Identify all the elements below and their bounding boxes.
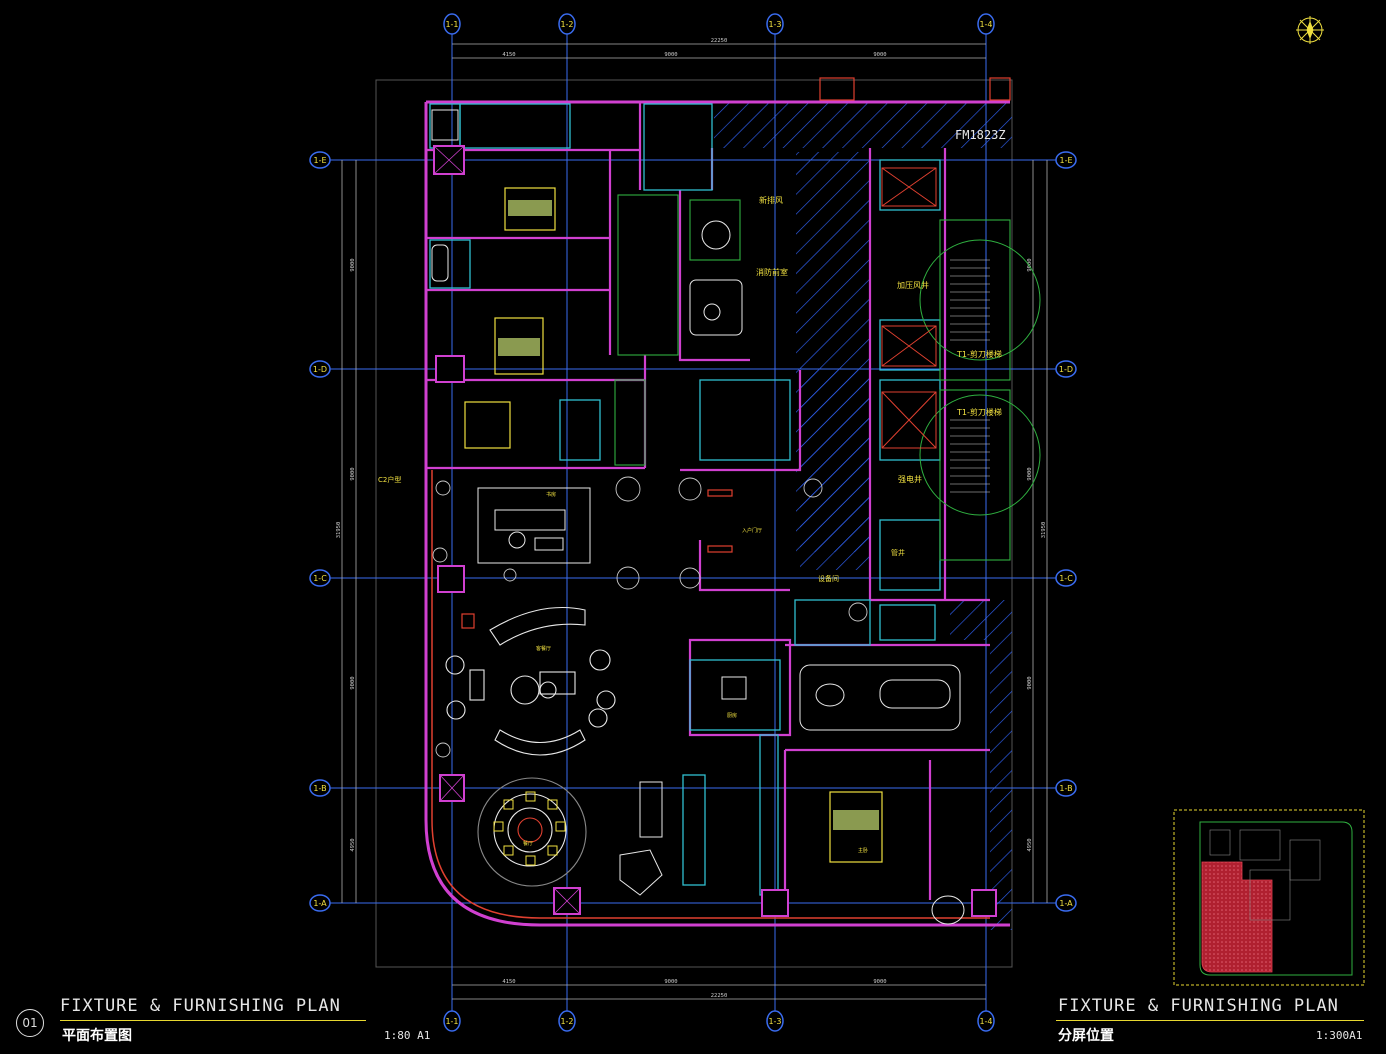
dim-right-4: 4950 (1027, 838, 1033, 851)
svg-text:1-E: 1-E (313, 156, 326, 165)
bubble-row-A-left: 1-A (309, 894, 331, 912)
dim-top-1: 4150 (502, 52, 515, 58)
dim-bottom-1: 4150 (502, 979, 515, 985)
dim-top-2: 9000 (664, 52, 677, 58)
equipment-label: 设备间 (818, 574, 839, 583)
svg-text:1-B: 1-B (313, 784, 326, 793)
bubble-col-4-top: 1-4 (977, 13, 995, 35)
title-left-underline (60, 1020, 366, 1021)
elevator-hall-label: 消防前室 (756, 267, 788, 277)
dim-right-total: 31950 (1041, 522, 1047, 539)
interior-walls (426, 102, 990, 900)
bubble-col-1-top: 1-1 (443, 13, 461, 35)
bubble-row-D-right: 1-D (1055, 360, 1077, 378)
kitchen-label: 厨房 (727, 712, 737, 719)
bubble-row-E-right: 1-E (1055, 151, 1077, 169)
unit-label: C2户型 (378, 475, 401, 484)
master-bed-label: 主卧 (858, 847, 868, 854)
electric-well-label: 强电井 (898, 474, 922, 484)
title-right-en: FIXTURE & FURNISHING PLAN (1058, 996, 1339, 1016)
bubble-col-1-bottom: 1-1 (443, 1010, 461, 1032)
fresh-air-label: 新排风 (759, 195, 783, 205)
dim-top-3: 9000 (873, 52, 886, 58)
dim-left-1: 9000 (350, 258, 356, 271)
living-room-label: 客餐厅 (536, 645, 551, 652)
bubble-col-2-bottom: 1-2 (558, 1010, 576, 1032)
bubble-row-A-right: 1-A (1055, 894, 1077, 912)
door-code-top: FM1823Z (955, 128, 1006, 142)
dim-bottom-3: 9000 (873, 979, 886, 985)
entrance-label: 入户门厅 (742, 527, 762, 534)
stair-label-2: T1-剪刀楼梯 (956, 407, 1002, 417)
dining-table (477, 777, 587, 887)
title-left-cn: 平面布置图 (62, 1028, 132, 1044)
svg-text:1-2: 1-2 (560, 1017, 573, 1026)
svg-text:1-3: 1-3 (768, 20, 781, 29)
svg-text:1-D: 1-D (1059, 365, 1073, 374)
lounge-furniture (445, 606, 616, 756)
dim-right-3: 9000 (1027, 676, 1033, 689)
svg-text:1-1: 1-1 (445, 1017, 458, 1026)
drawing-number: 01 (16, 1009, 44, 1037)
svg-text:1-4: 1-4 (979, 1017, 992, 1026)
bubble-col-3-top: 1-3 (766, 13, 784, 35)
study-label: 书房 (546, 491, 556, 498)
compass-rose-icon (1296, 16, 1324, 44)
bubble-row-D-left: 1-D (309, 360, 331, 378)
bubble-row-C-right: 1-C (1055, 569, 1077, 587)
plants (432, 476, 868, 758)
dim-bottom-2: 9000 (664, 979, 677, 985)
key-plan (1173, 809, 1365, 986)
svg-text:1-A: 1-A (1059, 899, 1073, 908)
dim-right-1: 9000 (1027, 258, 1033, 271)
svg-text:1-A: 1-A (313, 899, 327, 908)
svg-text:1-2: 1-2 (560, 20, 573, 29)
dim-left-total: 31950 (336, 522, 342, 539)
title-right-underline (1056, 1020, 1364, 1021)
bubble-row-E-left: 1-E (309, 151, 331, 169)
dim-right-2: 9000 (1027, 467, 1033, 480)
dining-label: 餐厅 (523, 840, 533, 847)
dim-left-3: 9000 (350, 676, 356, 689)
svg-text:1-C: 1-C (313, 574, 327, 583)
svg-text:1-C: 1-C (1059, 574, 1073, 583)
pipe-well-label: 管井 (891, 548, 905, 557)
bubble-col-4-bottom: 1-4 (977, 1010, 995, 1032)
exterior-walls (424, 100, 1010, 927)
bubble-row-B-left: 1-B (309, 779, 331, 797)
title-right-scale: 1:300A1 (1316, 1029, 1363, 1042)
svg-text:1-B: 1-B (1059, 784, 1072, 793)
bubble-row-C-left: 1-C (309, 569, 331, 587)
title-left-en: FIXTURE & FURNISHING PLAN (60, 996, 341, 1016)
dim-left-2: 9000 (350, 467, 356, 480)
stair-label-1: T1-剪刀楼梯 (956, 349, 1002, 359)
dim-left-4: 4950 (350, 838, 356, 851)
title-left-scale: 1:80 A1 (384, 1029, 431, 1042)
svg-text:1-D: 1-D (313, 365, 327, 374)
bubble-col-3-bottom: 1-3 (766, 1010, 784, 1032)
svg-text:1-E: 1-E (1059, 156, 1072, 165)
svg-text:1-1: 1-1 (445, 20, 458, 29)
title-right-cn: 分屏位置 (1058, 1028, 1114, 1044)
svg-text:1-4: 1-4 (979, 20, 992, 29)
structural-columns (433, 145, 997, 917)
dim-top-total: 22250 (711, 38, 728, 44)
fan-shaft-label: 加压风井 (897, 280, 929, 290)
dim-bottom-total: 22250 (711, 993, 728, 999)
bubble-col-2-top: 1-2 (558, 13, 576, 35)
stair-treads (950, 259, 990, 493)
grid-lines (318, 28, 1070, 1028)
bubble-row-B-right: 1-B (1055, 779, 1077, 797)
grid-bubbles: 1-1 1-2 1-3 1-4 1-1 1-2 1-3 1-4 1-E 1-D … (309, 13, 1077, 1032)
beds (464, 187, 883, 863)
svg-text:1-3: 1-3 (768, 1017, 781, 1026)
